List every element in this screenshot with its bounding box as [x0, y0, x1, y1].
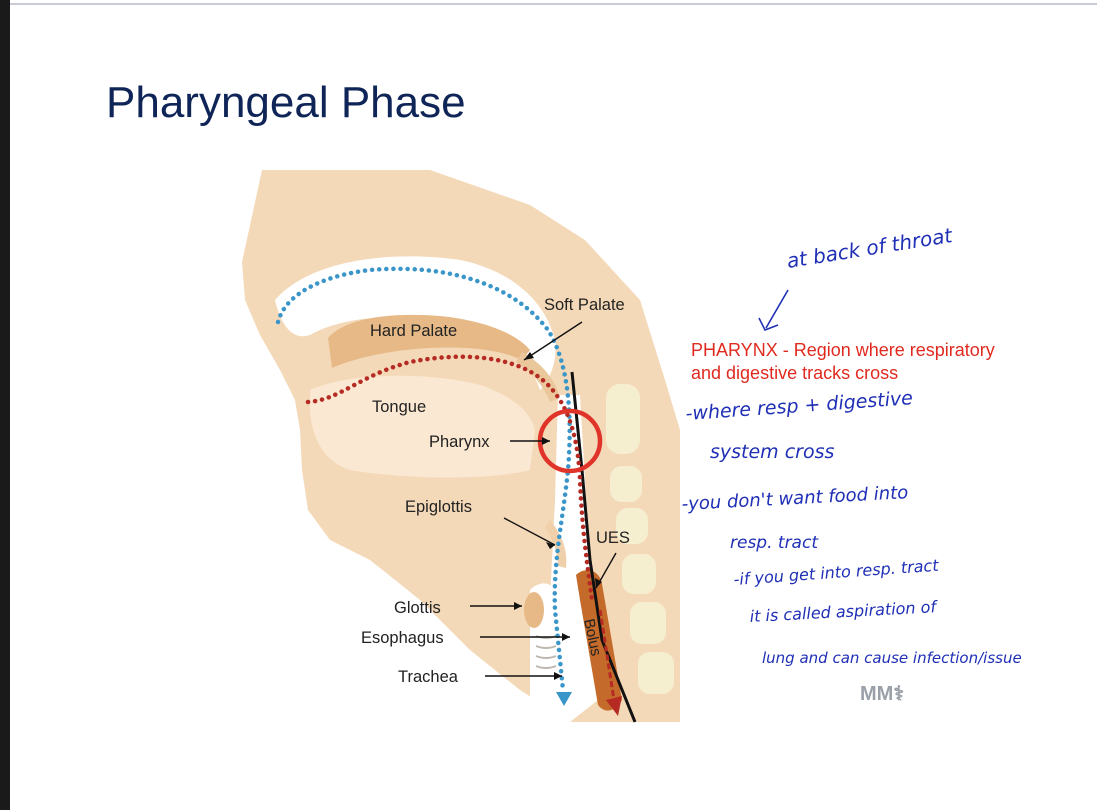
- definition-line-1: PHARYNX - Region where respiratory: [691, 339, 1071, 362]
- note-back-of-throat: at back of throat: [785, 223, 955, 273]
- pharynx-definition: PHARYNX - Region where respiratory and d…: [691, 339, 1071, 385]
- mayo-logo: MM⚕: [860, 681, 904, 706]
- note-no-food-1: -you don't want food into: [681, 482, 909, 515]
- label-epiglottis: Epiglottis: [405, 498, 472, 516]
- label-glottis: Glottis: [394, 599, 441, 617]
- label-trachea: Trachea: [398, 668, 459, 686]
- note-no-food-2: resp. tract: [730, 533, 819, 553]
- label-ues: UES: [596, 529, 630, 547]
- note-aspiration-3: lung and can cause infection/issue: [762, 649, 1022, 667]
- label-soft-palate: Soft Palate: [544, 296, 625, 314]
- note-aspiration-2: it is called aspiration of: [749, 597, 939, 626]
- label-hard-palate: Hard Palate: [370, 322, 457, 340]
- note-aspiration-1: -if you get into resp. tract: [733, 556, 940, 589]
- slide: Pharyngeal Phase: [10, 0, 1097, 810]
- glottis-shape: [524, 592, 544, 628]
- note-where-cross-2: system cross: [710, 441, 835, 463]
- definition-line-2: and digestive tracks cross: [691, 362, 1071, 385]
- label-pharynx: Pharynx: [429, 433, 490, 451]
- label-esophagus: Esophagus: [361, 629, 444, 647]
- note-where-cross-1: -where resp + digestive: [685, 387, 914, 425]
- pharynx-anatomy-diagram: Soft Palate Hard Palate Tongue Pharynx E…: [10, 0, 1097, 810]
- label-tongue: Tongue: [372, 398, 426, 416]
- note-arrow: [759, 290, 788, 330]
